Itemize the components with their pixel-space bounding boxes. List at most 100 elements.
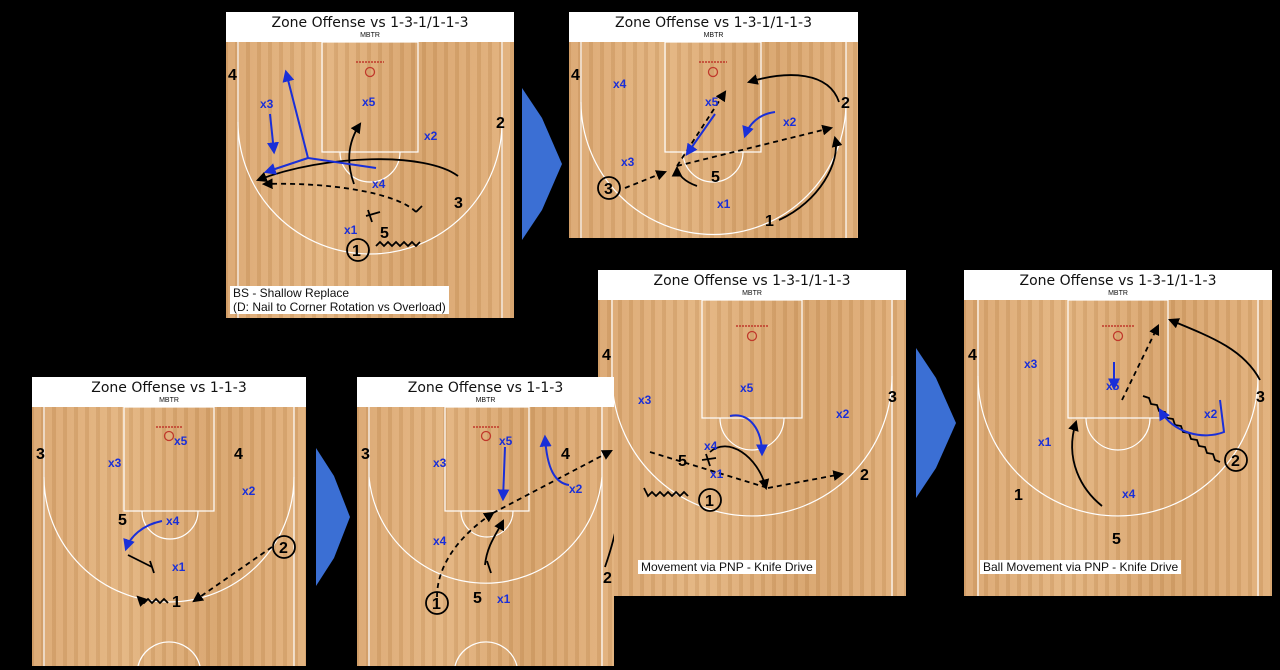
player-3: 3 — [361, 446, 370, 463]
panel-header: Zone Offense vs 1-3-1/1-1-3 MBTR — [569, 12, 858, 42]
player-5: 5 — [1112, 531, 1121, 548]
defender-x1: x1 — [172, 560, 186, 574]
panel-header: Zone Offense vs 1-3-1/1-1-3 MBTR — [226, 12, 514, 42]
diagram-panel-3: Zone Offense vs 1-3-1/1-1-3 MBTR — [598, 270, 906, 596]
defender-x5: x5 — [174, 434, 188, 448]
player-1: 1 — [432, 596, 441, 613]
player-2: 2 — [860, 467, 869, 484]
player-3: 3 — [1256, 389, 1265, 406]
player-1: 1 — [705, 493, 714, 510]
defender-x3: x3 — [433, 456, 447, 470]
player-4: 4 — [602, 347, 611, 364]
panel-subtitle: MBTR — [475, 397, 496, 404]
defender-x4: x4 — [613, 77, 627, 91]
defender-x4: x4 — [1122, 487, 1136, 501]
court-diagram: 3 4 1 5 2 x3 x5 x2 x4 x1 — [361, 407, 614, 666]
player-4: 4 — [571, 67, 580, 84]
court: 4 2 3 5 1 x4 x5 x2 x3 x1 — [569, 42, 858, 238]
defender-x4: x4 — [166, 514, 180, 528]
diagram-panel-6: Zone Offense vs 1-1-3 MBTR — [357, 377, 614, 666]
player-2: 2 — [279, 540, 288, 557]
sequence-arrow-right — [316, 448, 350, 586]
player-2: 2 — [496, 115, 505, 132]
court: 3 4 5 2 1 x3 x5 x2 x4 x1 — [32, 407, 306, 666]
diagram-panel-2: Zone Offense vs 1-3-1/1-1-3 MBTR — [569, 12, 858, 238]
player-4: 4 — [228, 67, 237, 84]
defender-x5: x5 — [705, 95, 719, 109]
panel-title: Zone Offense vs 1-3-1/1-1-3 — [271, 15, 469, 31]
court: 4 2 3 5 1 x3 x5 x2 x4 x1 BS - Shallow Re… — [226, 42, 514, 318]
player-3: 3 — [888, 389, 897, 406]
player-4: 4 — [968, 347, 977, 364]
player-5: 5 — [118, 512, 127, 529]
player-3: 3 — [454, 195, 463, 212]
panel-title: Zone Offense vs 1-3-1/1-1-3 — [1019, 273, 1217, 289]
caption-line-2: (D: Nail to Corner Rotation vs Overload) — [233, 300, 446, 314]
defender-x5: x5 — [499, 434, 513, 448]
defender-x2: x2 — [424, 129, 438, 143]
panel-subtitle: MBTR — [742, 290, 762, 297]
player-4: 4 — [561, 446, 570, 463]
court-diagram: 3 4 5 2 1 x3 x5 x2 x4 x1 — [36, 407, 296, 666]
defender-x5: x5 — [740, 381, 754, 395]
player-1: 1 — [172, 594, 181, 611]
player-1: 1 — [765, 213, 774, 230]
panel-header: Zone Offense vs 1-1-3 MBTR — [32, 377, 306, 407]
panel-title: Zone Offense vs 1-3-1/1-1-3 — [615, 15, 812, 31]
court-diagram: 4 3 5 1 2 x3 x5 x2 x4 x1 — [602, 300, 897, 596]
defender-x2: x2 — [783, 115, 797, 129]
panel-title: Zone Offense vs 1-1-3 — [91, 380, 247, 396]
player-5: 5 — [711, 169, 720, 186]
panel-subtitle: MBTR — [159, 397, 179, 404]
court: 4 3 5 1 2 x3 x5 x2 x4 x1 Movement via PN… — [598, 300, 906, 596]
defender-x1: x1 — [497, 592, 511, 606]
defender-x5: x5 — [1106, 379, 1120, 393]
sequence-arrow-right — [916, 348, 956, 498]
defender-x2: x2 — [1204, 407, 1218, 421]
player-3: 3 — [604, 181, 613, 198]
panel-title: Zone Offense vs 1-1-3 — [407, 380, 564, 396]
player-5: 5 — [380, 225, 389, 242]
court: 3 4 1 5 2 x3 x5 x2 x4 x1 — [357, 407, 614, 666]
court: 4 3 1 2 5 x3 x5 x2 x1 x4 Ball Movement v… — [964, 300, 1272, 596]
court-diagram: 4 2 3 5 1 x4 x5 x2 x3 x1 — [571, 42, 850, 238]
defender-x3: x3 — [621, 155, 635, 169]
player-1: 1 — [1014, 487, 1023, 504]
panel-caption: BS - Shallow Replace (D: Nail to Corner … — [230, 286, 449, 314]
player-5: 5 — [678, 453, 687, 470]
panel-title: Zone Offense vs 1-3-1/1-1-3 — [653, 273, 851, 289]
defender-x1: x1 — [344, 223, 358, 237]
defender-x4: x4 — [372, 177, 386, 191]
panel-header: Zone Offense vs 1-3-1/1-1-3 MBTR — [598, 270, 906, 300]
sequence-arrow-right — [522, 88, 562, 240]
panel-subtitle: MBTR — [1108, 290, 1128, 297]
defender-x3: x3 — [1024, 357, 1038, 371]
panel-header: Zone Offense vs 1-1-3 MBTR — [357, 377, 614, 407]
defender-x4: x4 — [433, 534, 447, 548]
player-1: 1 — [352, 243, 361, 260]
defender-x1: x1 — [710, 467, 724, 481]
panel-caption: Movement via PNP - Knife Drive — [638, 560, 816, 574]
defender-x3: x3 — [108, 456, 122, 470]
defender-x5: x5 — [362, 95, 376, 109]
defender-x1: x1 — [717, 197, 731, 211]
caption-line-1: BS - Shallow Replace — [233, 286, 350, 300]
defender-x2: x2 — [569, 482, 583, 496]
panel-subtitle: MBTR — [703, 32, 724, 39]
defender-x3: x3 — [638, 393, 652, 407]
player-4: 4 — [234, 446, 243, 463]
defender-x4: x4 — [704, 439, 718, 453]
defender-x1: x1 — [1038, 435, 1052, 449]
court-diagram: 4 2 3 5 1 x3 x5 x2 x4 x1 — [228, 42, 505, 318]
defender-x3: x3 — [260, 97, 274, 111]
panel-subtitle: MBTR — [360, 32, 380, 39]
player-2: 2 — [603, 570, 612, 587]
panel-header: Zone Offense vs 1-3-1/1-1-3 MBTR — [964, 270, 1272, 300]
court-diagram: 4 3 1 2 5 x3 x5 x2 x1 x4 — [968, 300, 1265, 596]
player-2: 2 — [1231, 453, 1240, 470]
defender-x2: x2 — [242, 484, 256, 498]
panel-caption: Ball Movement via PNP - Knife Drive — [980, 560, 1182, 574]
diagram-panel-5: Zone Offense vs 1-1-3 MBTR — [32, 377, 306, 666]
diagram-panel-1: Zone Offense vs 1-3-1/1-1-3 MBTR — [226, 12, 514, 318]
player-5: 5 — [473, 590, 482, 607]
